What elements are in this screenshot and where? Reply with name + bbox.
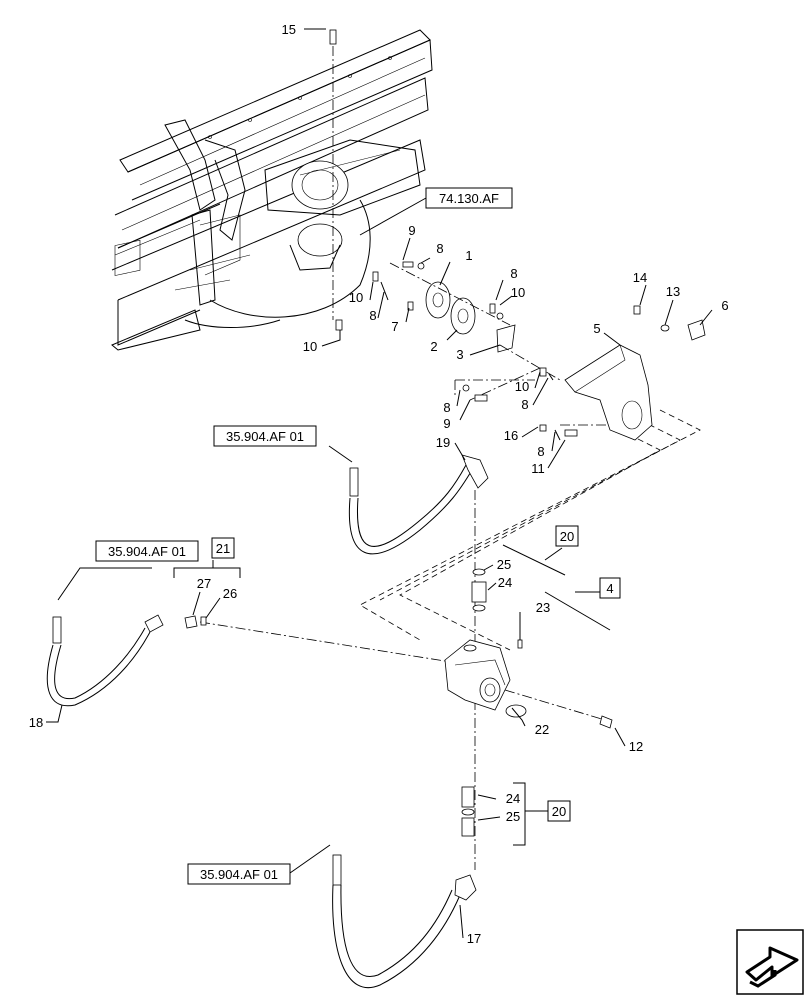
svg-text:20: 20: [560, 529, 574, 544]
callout-1: 1: [465, 248, 472, 263]
callout-10: 10: [303, 339, 317, 354]
reference-label: 74.130.AF: [439, 191, 499, 206]
callout-numbers: 15 9 8 1 8 10 10 8 7 2 3 10 14 13 6 5 10…: [29, 22, 729, 946]
reference-label: 35.904.AF 01: [226, 429, 304, 444]
leader-lines: [46, 28, 713, 939]
callout-18: 18: [29, 715, 43, 730]
callout-25: 25: [497, 557, 511, 572]
reference-74-130[interactable]: 74.130.AF: [425, 187, 513, 209]
callout-25: 25: [506, 809, 520, 824]
svg-text:4: 4: [606, 581, 613, 596]
next-page-arrow-icon[interactable]: [736, 929, 804, 995]
callout-8: 8: [436, 241, 443, 256]
callout-24: 24: [506, 791, 520, 806]
callout-10: 10: [349, 290, 363, 305]
boxed-callout-20-top: 20: [555, 525, 579, 547]
callout-10: 10: [515, 379, 529, 394]
reference-label: 35.904.AF 01: [200, 867, 278, 882]
callout-27: 27: [197, 576, 211, 591]
hydraulic-pump: [444, 639, 613, 729]
callout-5: 5: [593, 321, 600, 336]
callout-2: 2: [430, 339, 437, 354]
callout-3: 3: [456, 347, 463, 362]
svg-text:21: 21: [216, 541, 230, 556]
callout-16: 16: [504, 428, 518, 443]
bolt-15: [329, 29, 343, 331]
reference-35-904-left[interactable]: 35.904.AF 01: [95, 540, 199, 562]
callout-8: 8: [521, 397, 528, 412]
callout-8: 8: [443, 400, 450, 415]
fittings-upper: [471, 568, 487, 612]
callout-12: 12: [629, 739, 643, 754]
boxed-callout-20-bottom: 20: [547, 800, 571, 822]
callout-6: 6: [721, 298, 728, 313]
boxed-callout-4: 4: [599, 577, 621, 599]
header-frame-assembly: [111, 29, 433, 351]
reference-35-904-lower[interactable]: 35.904.AF 01: [187, 863, 291, 885]
callout-11: 11: [531, 461, 545, 476]
reference-35-904-upper[interactable]: 35.904.AF 01: [213, 425, 317, 447]
callout-7: 7: [391, 319, 398, 334]
boxed-callout-21: 21: [211, 537, 235, 559]
svg-text:20: 20: [552, 804, 566, 819]
hardware-lower-group: [462, 367, 578, 441]
callout-13: 13: [666, 284, 680, 299]
hose-19: [348, 454, 489, 555]
callout-17: 17: [467, 931, 481, 946]
callout-9: 9: [408, 223, 415, 238]
fittings-lower: [461, 786, 475, 837]
mounting-bracket-5: [564, 344, 653, 441]
callout-8: 8: [510, 266, 517, 281]
callout-10: 10: [511, 285, 525, 300]
callout-23: 23: [536, 600, 550, 615]
callout-9: 9: [443, 416, 450, 431]
callout-19: 19: [436, 435, 450, 450]
callout-15: 15: [282, 22, 296, 37]
callout-14: 14: [633, 270, 647, 285]
callout-26: 26: [223, 586, 237, 601]
callout-8: 8: [369, 308, 376, 323]
callout-24: 24: [498, 575, 512, 590]
reference-label: 35.904.AF 01: [108, 544, 186, 559]
hose-17: [332, 854, 477, 988]
callout-22: 22: [535, 722, 549, 737]
hose-18: [46, 614, 207, 707]
callout-8: 8: [537, 444, 544, 459]
coupling-assembly: [372, 261, 516, 353]
